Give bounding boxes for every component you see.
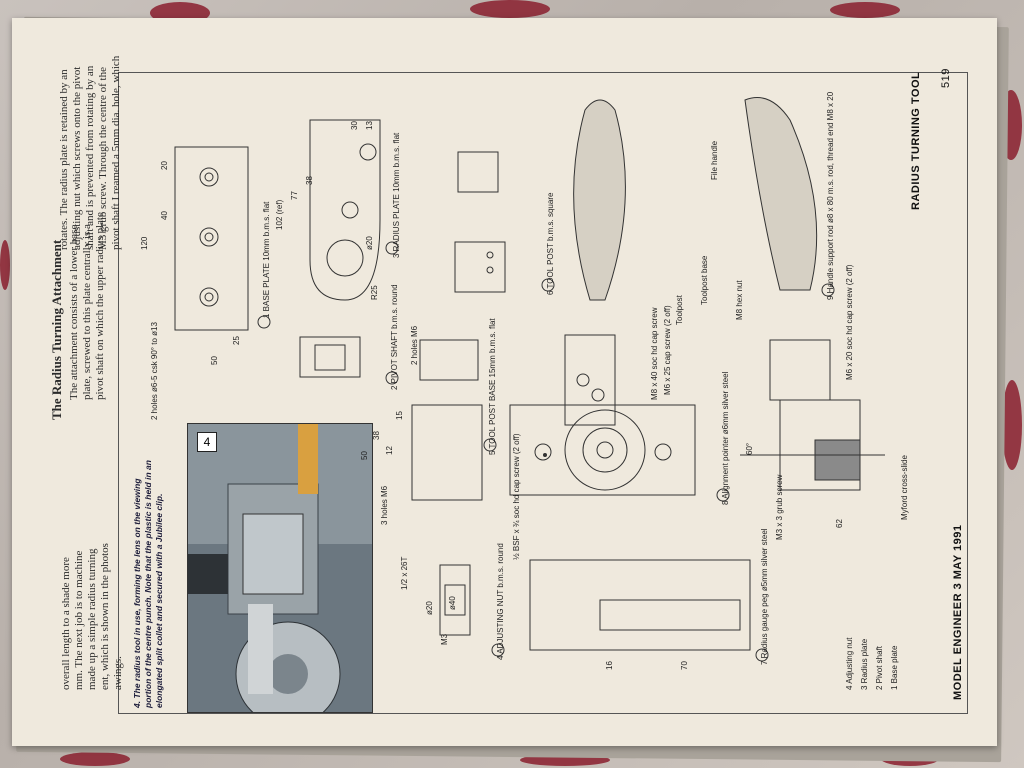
flower-pattern xyxy=(470,0,550,18)
dim-label: 13 xyxy=(365,121,374,130)
part-label-base-plate: 1 BASE PLATE 10mm b.m.s. flat xyxy=(262,201,271,318)
part-label-tool-post-base: 5 TOOL POST BASE 15mm b.m.s. flat xyxy=(488,318,497,455)
note-bsf-screw: ½ BSF x ¾ soc hd cap screw (2 off) xyxy=(512,433,521,560)
dim-label: 38 xyxy=(372,431,381,440)
drawing-title: RADIUS TURNING TOOL xyxy=(910,71,922,210)
dim-label: 20 xyxy=(160,161,169,170)
dim-label: 15 xyxy=(395,411,404,420)
dim-label: 77 xyxy=(290,191,299,200)
dim-label: 102 (ref) xyxy=(275,199,284,230)
dim-label: R25 xyxy=(370,285,379,300)
dim-label: 60° xyxy=(745,442,754,455)
dim-label: 16 xyxy=(605,661,614,670)
flower-pattern xyxy=(0,240,10,290)
part-label-radius-gauge-peg: 7 Radius gauge peg ø5mm silver steel xyxy=(760,528,769,665)
magazine-page xyxy=(12,18,997,746)
page-number: 519 xyxy=(940,68,952,88)
dim-label: 120 xyxy=(140,236,149,250)
dim-label: M3 xyxy=(440,633,449,645)
dim-label: 70 xyxy=(680,661,689,670)
dim-label: 40 xyxy=(160,211,169,220)
key-list: 4 Adjusting nut 3 Radius plate 2 Pivot s… xyxy=(845,637,899,690)
radius-plate-outline xyxy=(309,119,381,301)
flower-pattern xyxy=(830,2,900,18)
dim-label: 25 xyxy=(232,336,241,345)
dim-label: 1/2 x 26T xyxy=(400,556,409,590)
figure-number-badge: 4 xyxy=(197,432,217,452)
note-file-handle: File handle xyxy=(710,140,719,180)
part-label-adjusting-nut: 4 ADJUSTING NUT b.m.s. round xyxy=(496,543,505,660)
dim-label: ø20 xyxy=(365,236,374,250)
dim-label: ø40 xyxy=(448,596,457,610)
note-3-holes: 3 holes M6 xyxy=(380,485,389,525)
note-toolpost: Toolpost xyxy=(675,295,684,325)
note-csk-holes: 2 holes ø6-5 csk 90° to ø13 xyxy=(150,322,159,420)
flower-pattern xyxy=(1002,380,1022,470)
part-label-tool-post: 6 TOOL POST b.m.s. square xyxy=(546,192,555,295)
note-myford: Myford cross-slide xyxy=(900,455,909,520)
note-toolpost-base: Toolpost base xyxy=(700,255,709,305)
dim-label: 50 xyxy=(210,356,219,365)
dim-label: 30 xyxy=(350,121,359,130)
note-grub-screw: M3 x 3 grub screw xyxy=(775,474,784,540)
flower-pattern xyxy=(60,752,130,766)
note-m8-nut: M8 hex nut xyxy=(735,280,744,320)
part-label-handle-support-rod: 9 Handle support rod ø8 x 80 m.s. rod, t… xyxy=(826,91,835,300)
dim-label: 50 xyxy=(360,451,369,460)
lathe-photo xyxy=(187,423,373,713)
part-label-pivot-shaft: 2 PIVOT SHAFT b.m.s. round xyxy=(390,284,399,390)
dim-label: 62 xyxy=(835,519,844,528)
note-2-holes: 2 holes M6 xyxy=(410,325,419,365)
note-m6-soc-screw: M6 x 20 soc hd cap screw (2 off) xyxy=(845,264,854,380)
part-label-radius-plate: 3 RADIUS PLATE 10mm b.m.s. flat xyxy=(392,132,401,258)
dim-label: 12 xyxy=(385,446,394,455)
drawing-frame xyxy=(118,72,968,714)
journal-footer: MODEL ENGINEER 3 MAY 1991 xyxy=(952,524,964,700)
base-plate-outline xyxy=(174,146,249,331)
dim-label: ø20 xyxy=(425,601,434,615)
dim-label: 38 xyxy=(305,176,314,185)
note-m6-cap-screw: M6 x 25 cap screw (2 off) xyxy=(663,305,672,395)
part-label-alignment-pointer: 8 Alignment pointer ø6mm silver steel xyxy=(721,371,730,505)
note-m8-cap-screw: M8 x 40 soc hd cap screw xyxy=(650,307,659,400)
